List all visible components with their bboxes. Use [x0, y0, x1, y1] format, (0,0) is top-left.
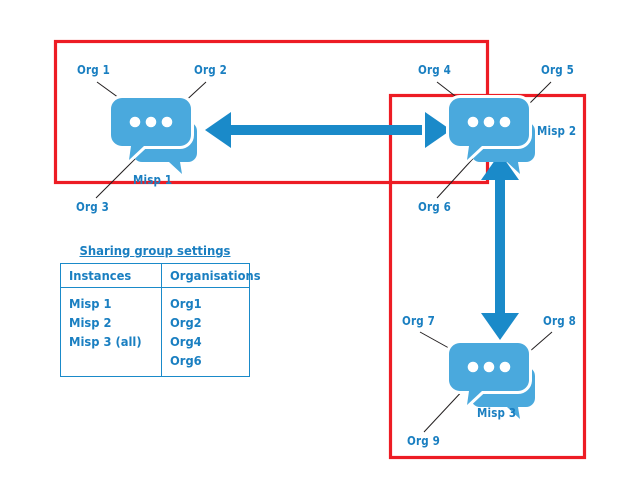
table-row: Misp 1 Org1 [60, 294, 250, 313]
label-org2: Org 2 [194, 62, 228, 77]
label-misp3: Misp 3 [477, 405, 517, 420]
sharing-group-table: Instances Organisations Misp 1 Org1 Misp… [60, 263, 261, 377]
leader-org6 [436, 151, 480, 199]
cell-instance: Misp 3 (all) [60, 332, 162, 351]
label-org7: Org 7 [402, 313, 436, 328]
misp-1-chat-bubbles-icon [111, 98, 197, 174]
label-org9: Org 9 [407, 433, 441, 448]
sharing-group-settings: Sharing group settings Instances Organis… [60, 243, 261, 377]
cell-organisation: Org6 [170, 353, 202, 368]
cell-instance: Misp 1 [60, 294, 162, 313]
leader-org8 [528, 331, 553, 353]
label-org4: Org 4 [418, 62, 452, 77]
arrow-misp1-misp2 [205, 112, 451, 148]
label-org8: Org 8 [543, 313, 577, 328]
table-header-row: Instances Organisations [60, 263, 261, 288]
label-misp2: Misp 2 [537, 123, 577, 138]
label-org1: Org 1 [77, 62, 111, 77]
cell-organisation: Org4 [170, 334, 202, 349]
cell-instance [60, 351, 162, 370]
column-header-instances: Instances [60, 263, 162, 288]
leader-org9 [423, 386, 467, 433]
arrow-misp2-misp3 [481, 153, 519, 340]
cell-organisation: Org1 [170, 296, 202, 311]
label-org3: Org 3 [76, 199, 110, 214]
label-org5: Org 5 [541, 62, 575, 77]
misp-2-chat-bubbles-icon [449, 98, 535, 174]
table-row: Misp 3 (all) Org4 [60, 332, 250, 351]
label-misp1: Misp 1 [133, 172, 173, 187]
cell-organisation: Org2 [170, 315, 202, 330]
sharing-group-title: Sharing group settings [79, 243, 231, 258]
table-row: Misp 2 Org2 [60, 313, 250, 332]
leader-org3 [95, 151, 143, 199]
table-row: Org6 [60, 351, 250, 370]
cell-instance: Misp 2 [60, 313, 162, 332]
label-org6: Org 6 [418, 199, 452, 214]
column-header-organisations: Organisations [161, 263, 261, 288]
